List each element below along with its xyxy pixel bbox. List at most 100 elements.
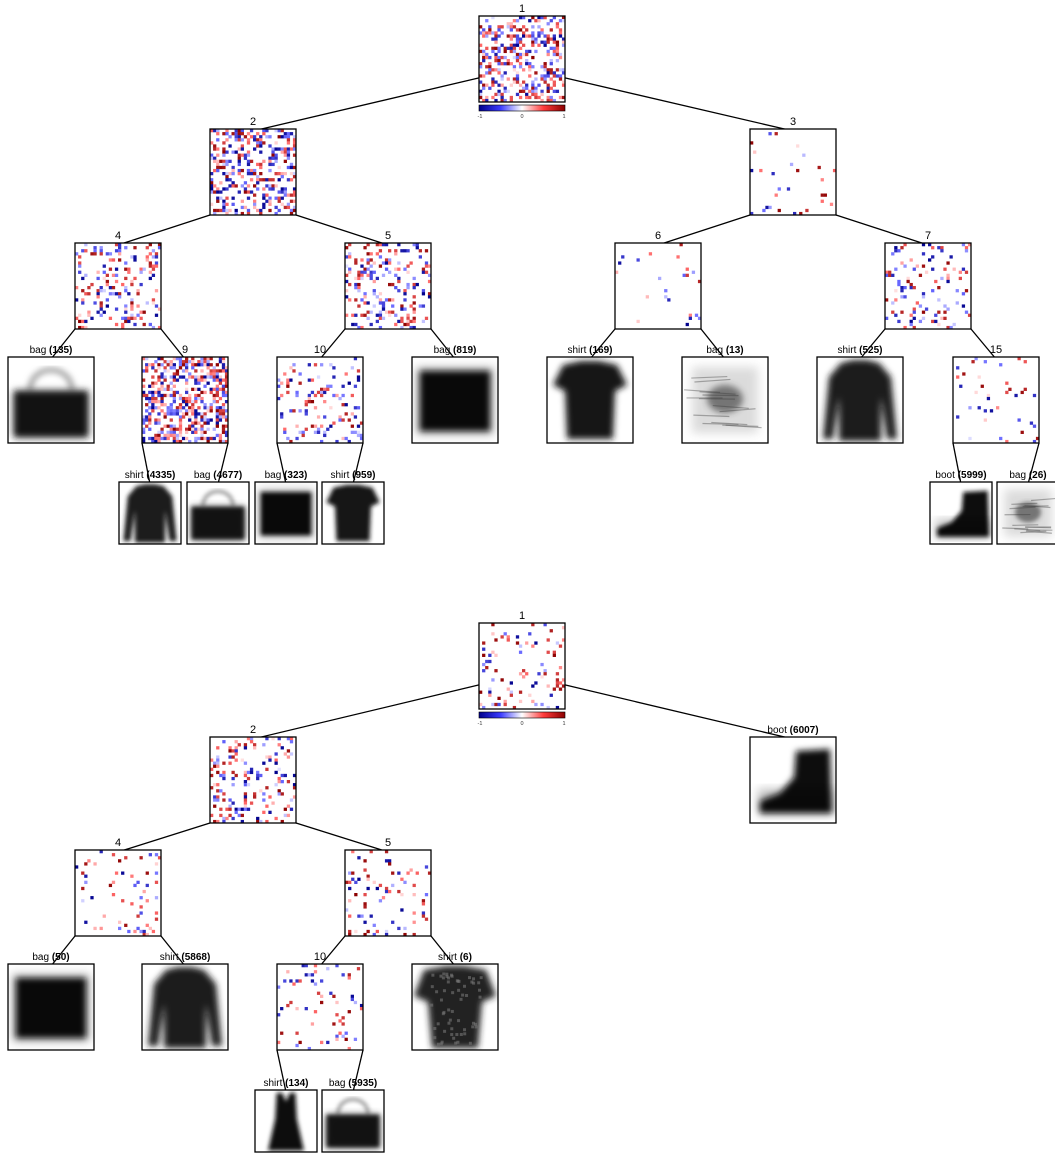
weight-pixel	[87, 286, 91, 290]
weight-pixel	[549, 629, 553, 633]
weight-pixel	[172, 384, 176, 388]
weight-pixel	[81, 899, 85, 903]
weight-pixel	[157, 357, 161, 361]
weight-pixel	[231, 132, 235, 136]
weight-pixel	[1017, 418, 1021, 422]
weight-pixel	[191, 421, 195, 425]
weight-pixel	[203, 390, 207, 395]
weight-pixel	[316, 991, 321, 995]
weight-pixel	[347, 973, 351, 977]
weight-pixel	[320, 994, 324, 998]
weight-pixel	[482, 55, 486, 60]
weight-pixel	[357, 276, 361, 281]
weight-pixel	[421, 289, 426, 293]
weight-pixel	[525, 62, 529, 66]
weight-pixel	[286, 381, 290, 385]
weight-pixel	[84, 880, 88, 884]
leaf-class: shirt	[330, 470, 352, 481]
weight-pixel	[531, 55, 535, 60]
weight-pixel	[213, 144, 217, 148]
weight-pixel	[388, 310, 392, 314]
weight-pixel	[172, 412, 176, 416]
weight-pixel	[348, 298, 352, 302]
weight-node-lower-2: 2	[209, 724, 297, 824]
weight-pixel	[133, 246, 137, 250]
weight-pixel	[531, 684, 535, 688]
weight-pixel	[537, 25, 541, 29]
weight-pixel	[366, 258, 370, 262]
tree-edge	[319, 328, 346, 360]
weight-pixel	[224, 424, 229, 428]
weight-pixel	[983, 360, 987, 364]
weight-pixel	[372, 292, 376, 296]
weight-pixel	[412, 883, 416, 888]
weight-pixel	[262, 178, 266, 182]
weight-pixel	[246, 138, 251, 142]
weight-pixel	[515, 641, 520, 645]
weight-pixel	[145, 258, 149, 262]
leaf-count: (5999)	[958, 470, 987, 481]
weight-pixel	[277, 190, 281, 194]
weight-pixel	[75, 298, 79, 302]
weight-pixel	[540, 74, 544, 78]
weight-pixel	[209, 375, 213, 379]
weight-pixel	[96, 270, 100, 274]
weight-pixel	[636, 319, 640, 324]
weight-pixel	[166, 424, 170, 428]
weight-pixel	[151, 929, 156, 934]
weight-pixel	[381, 301, 386, 305]
weight-pixel	[169, 427, 173, 431]
weight-pixel	[145, 357, 149, 361]
weight-pixel	[348, 914, 352, 918]
weight-pixel	[175, 433, 180, 438]
weight-pixel	[274, 147, 278, 151]
weight-pixel	[246, 184, 251, 188]
weight-pixel	[157, 246, 162, 250]
weight-pixel	[543, 16, 547, 20]
weight-pixel	[424, 249, 429, 253]
weight-pixel	[488, 71, 492, 75]
weight-pixel	[931, 319, 935, 324]
weight-pixel	[200, 375, 204, 379]
weight-pixel	[197, 360, 201, 364]
weight-pixel	[133, 929, 137, 934]
weight-pixel	[555, 672, 560, 676]
weight-pixel	[363, 246, 367, 250]
weight-pixel	[921, 316, 926, 320]
weight-pixel	[968, 406, 972, 410]
weight-pixel	[111, 273, 116, 277]
weight-pixel	[271, 162, 275, 167]
weight-pixel	[216, 798, 220, 802]
leaf-frame	[681, 356, 769, 444]
weight-pixel	[372, 289, 376, 293]
weight-pixel	[274, 752, 278, 756]
leaf-class: bag	[30, 345, 49, 356]
weight-pixel	[525, 34, 529, 38]
weight-pixel	[213, 798, 217, 802]
weight-pixel	[295, 424, 299, 428]
weight-pixel	[203, 421, 207, 425]
weight-pixel	[771, 172, 775, 176]
weight-pixel	[298, 1040, 302, 1045]
weight-pixel	[111, 292, 116, 296]
weight-pixel	[1032, 393, 1037, 398]
weight-pixel	[178, 418, 183, 422]
prototype-image	[123, 484, 177, 543]
weight-pixel	[215, 412, 219, 416]
weight-pixel	[221, 393, 226, 398]
weight-pixel	[111, 286, 116, 290]
weight-pixel	[212, 387, 216, 391]
weight-pixel	[1005, 390, 1009, 395]
leaf-label: bag (50)	[32, 952, 69, 963]
weight-pixel	[357, 289, 361, 293]
weight-pixel	[218, 381, 223, 385]
weight-pixel	[316, 415, 321, 419]
weight-node-upper-7: 7	[884, 230, 972, 330]
weight-pixel	[304, 412, 308, 416]
weight-pixel	[286, 737, 291, 741]
weight-pixel	[102, 289, 106, 293]
weight-pixel	[225, 202, 229, 206]
weight-pixel	[391, 282, 395, 287]
weight-pixel	[240, 138, 244, 142]
weight-pixel	[348, 880, 352, 884]
